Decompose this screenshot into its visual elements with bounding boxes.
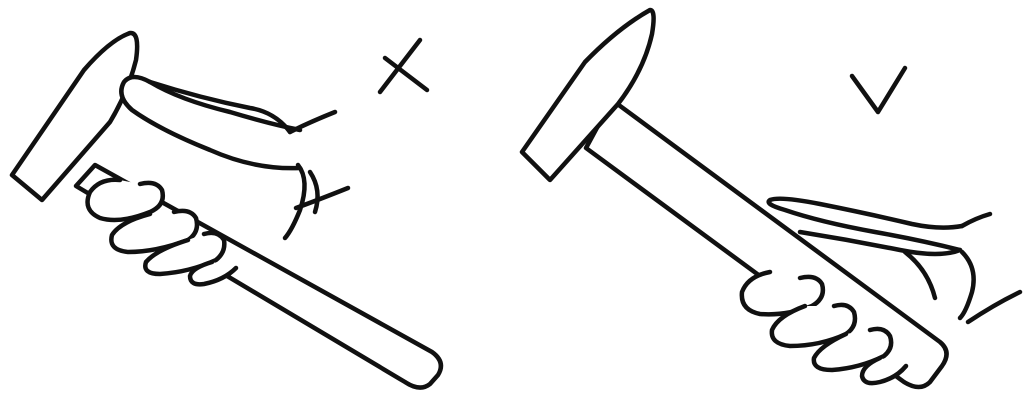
palm-crease-right <box>905 252 935 298</box>
palm-edge-left <box>285 165 305 238</box>
hammer-head-left <box>12 33 137 200</box>
cross-stroke-2 <box>380 40 420 92</box>
check-stroke <box>852 68 905 112</box>
palm-edge-right <box>960 252 974 318</box>
cross-icon <box>380 40 427 92</box>
palm-crease-left <box>310 172 318 212</box>
thumb-left <box>121 77 300 168</box>
wrist-right <box>962 214 990 226</box>
panel-wrong-grip <box>12 33 441 388</box>
check-icon <box>852 68 905 112</box>
panel-correct-grip <box>522 10 1020 387</box>
wrist-left <box>290 112 335 132</box>
wrist-lower-right <box>968 292 1020 322</box>
